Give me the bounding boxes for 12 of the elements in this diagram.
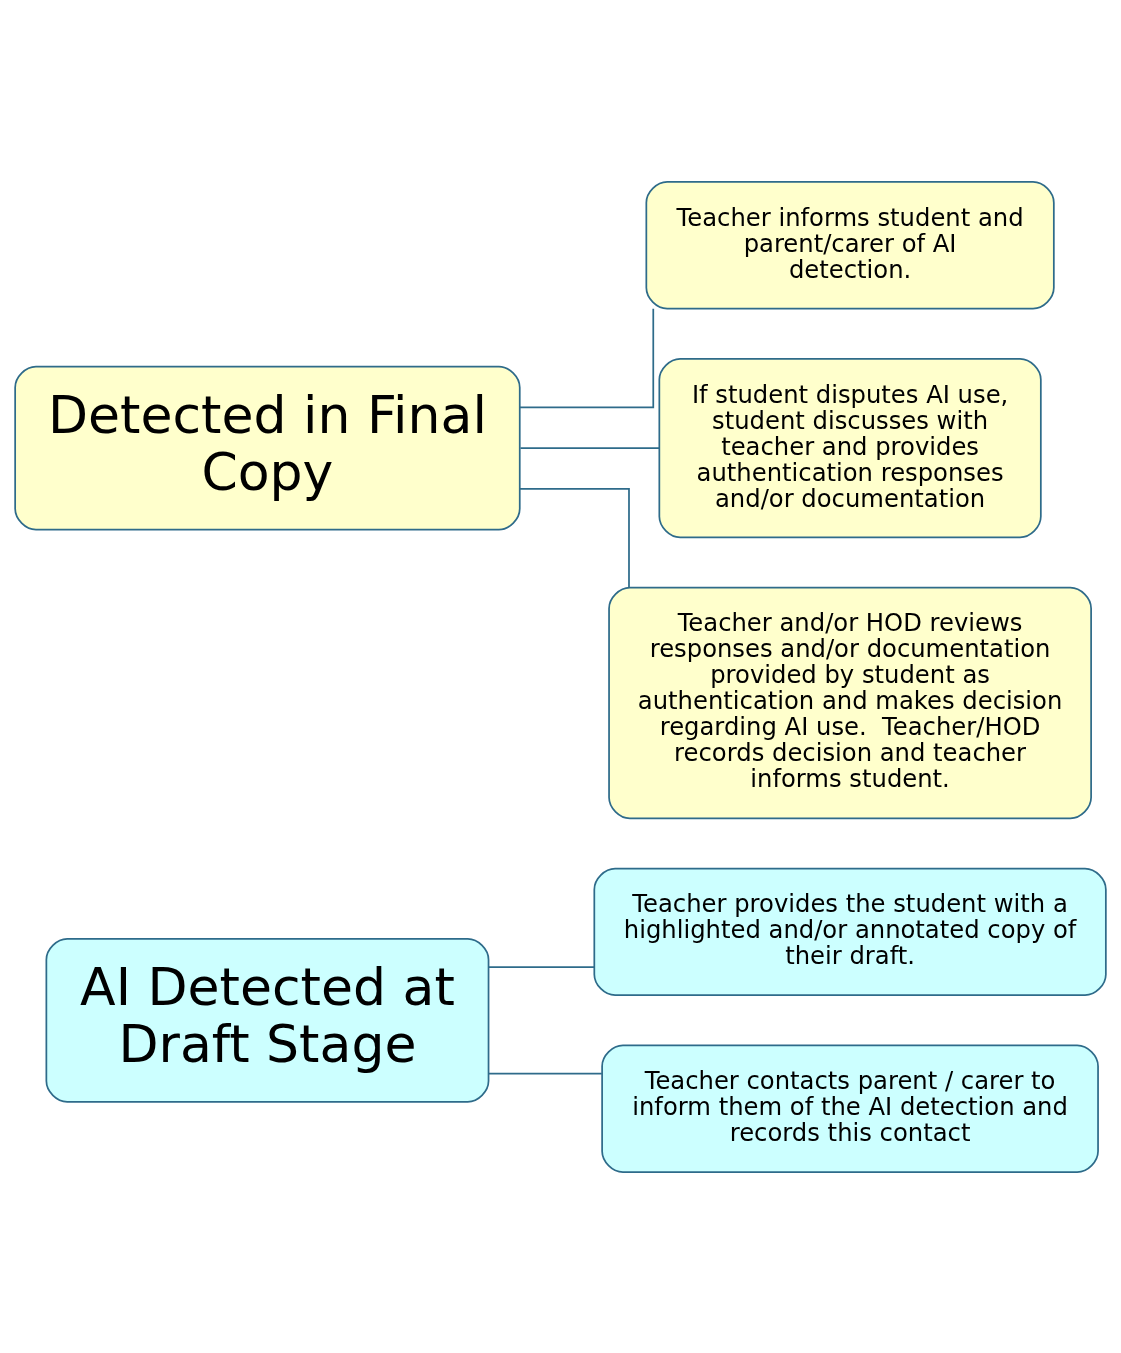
node-box: Teacher contacts parent / carer to inform them of the AI detection and records this contact	[601, 1044, 1099, 1173]
node-box: Teacher provides the student with a highlighted and/or annotated copy of their draft.	[593, 867, 1107, 996]
connector	[519, 446, 661, 449]
connector	[519, 307, 655, 408]
connector	[519, 487, 630, 588]
connector	[487, 965, 595, 968]
node-box: AI Detected at Draft Stage	[45, 937, 490, 1103]
connector	[487, 1072, 603, 1075]
node-box: If student disputes AI use, student discusses with teacher and provides authentication responses and/or documentation	[658, 357, 1042, 538]
node-box: Detected in Final Copy	[14, 365, 521, 530]
node-box: Teacher and/or HOD reviews responses and/or documentation provided by student as authentication and makes decision regarding AI use. Teacher/HOD records decision and teacher informs student.	[608, 586, 1092, 819]
node-box: Teacher informs student and parent/carer of AI detection.	[645, 180, 1055, 309]
